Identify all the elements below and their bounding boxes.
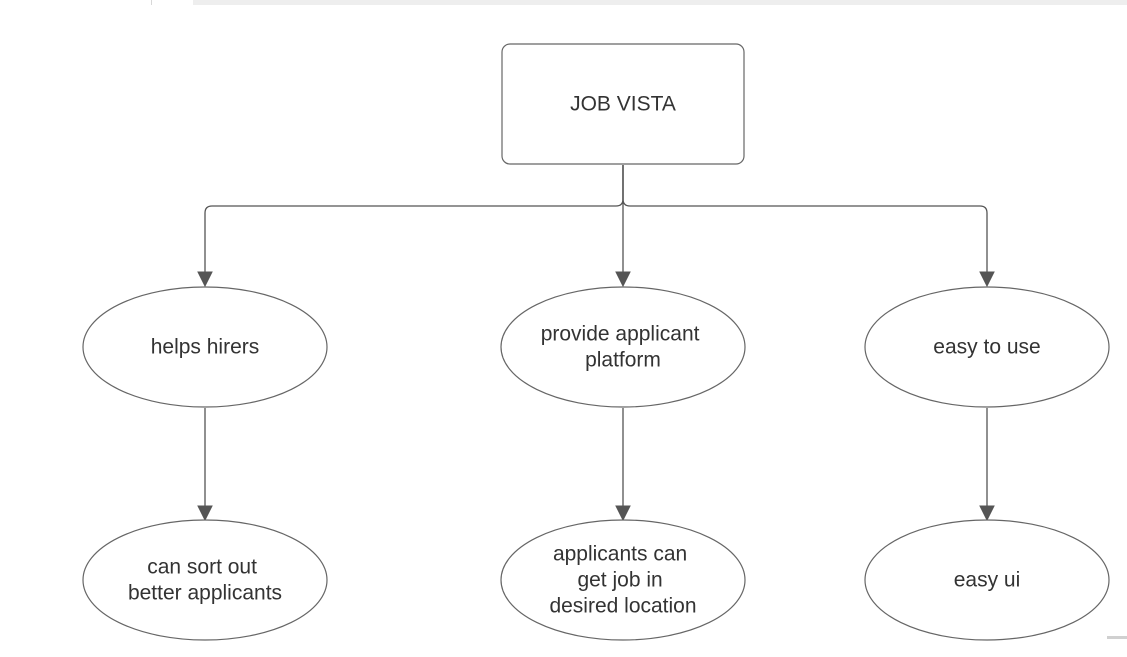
easy-ui-label: easy ui — [954, 569, 1021, 592]
easy-to-use-line-1: easy to use — [933, 336, 1040, 359]
easy-ui-line-1: easy ui — [954, 569, 1021, 592]
toolbar-divider — [151, 0, 152, 5]
top-toolbar-strip — [193, 0, 1127, 5]
easy-to-use-ellipse — [864, 286, 1110, 408]
provide-platform-ellipse — [500, 286, 746, 408]
edges — [197, 165, 995, 522]
desired-location-ellipse — [500, 519, 746, 641]
node-desired-location[interactable]: applicants can get job in desired locati… — [500, 519, 746, 641]
helps-hirers-ellipse — [82, 286, 328, 408]
arrowhead-desired-location — [615, 505, 631, 522]
node-helps-hirers[interactable]: helps hirers — [82, 286, 328, 408]
easy-ui-ellipse — [864, 519, 1110, 641]
node-easy-to-use[interactable]: easy to use — [864, 286, 1110, 408]
provide-platform-label: provide applicant platform — [541, 316, 706, 372]
easy-to-use-label: easy to use — [933, 336, 1040, 359]
scroll-indicator — [1107, 636, 1127, 639]
sort-applicants-line-2: better applicants — [128, 582, 282, 605]
edge-root-to-helps-hirers — [204, 165, 624, 272]
edge-root-to-easy-to-use — [622, 165, 988, 272]
arrowhead-provide-platform — [615, 271, 631, 288]
arrowhead-sort-applicants — [197, 505, 213, 522]
provide-platform-line-2: platform — [585, 349, 661, 372]
node-provide-applicant-platform[interactable]: provide applicant platform — [500, 286, 746, 408]
helps-hirers-line-1: helps hirers — [151, 336, 260, 359]
desired-location-line-2: get job in — [577, 569, 662, 592]
desired-location-label: applicants can get job in desired locati… — [549, 536, 696, 618]
root-box — [501, 43, 745, 165]
node-root[interactable]: JOB VISTA — [501, 43, 745, 165]
desired-location-line-3: desired location — [549, 595, 696, 618]
arrowhead-easy-ui — [979, 505, 995, 522]
provide-platform-line-1: provide applicant — [541, 323, 700, 346]
node-sort-applicants[interactable]: can sort out better applicants — [82, 519, 328, 641]
root-label: JOB VISTA — [570, 93, 676, 116]
sort-applicants-line-1: can sort out — [147, 556, 257, 579]
helps-hirers-label: helps hirers — [151, 336, 260, 359]
desired-location-line-1: applicants can — [553, 543, 687, 566]
sort-applicants-label: can sort out better applicants — [128, 549, 282, 605]
sort-applicants-ellipse — [82, 519, 328, 641]
arrowhead-easy-to-use — [979, 271, 995, 288]
node-easy-ui[interactable]: easy ui — [864, 519, 1110, 641]
arrowhead-helps-hirers — [197, 271, 213, 288]
